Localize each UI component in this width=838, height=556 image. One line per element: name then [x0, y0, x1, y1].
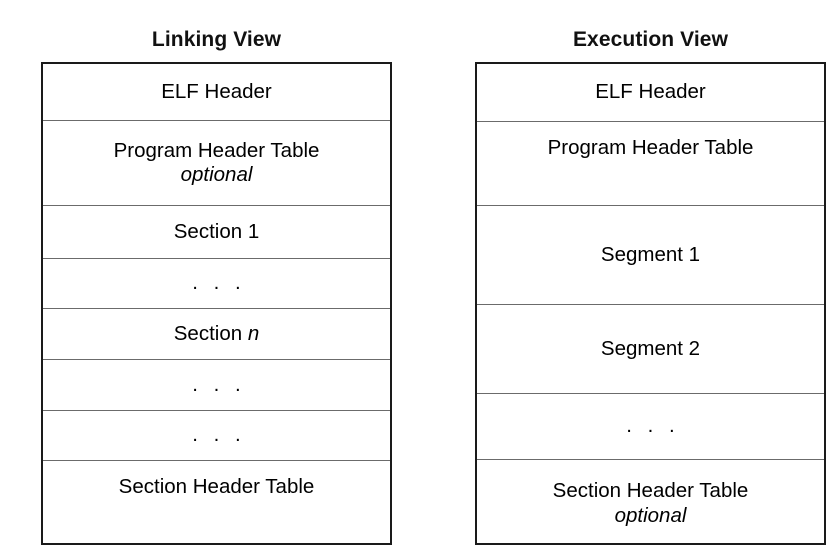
- execution-row-program-header-table: Program Header Table: [477, 122, 824, 206]
- row-label: ELF Header: [595, 80, 706, 104]
- execution-row-ellipsis-1: . . .: [477, 394, 824, 460]
- row-label: Segment 2: [600, 336, 701, 360]
- linking-row-section-1: Section 1: [43, 206, 390, 259]
- linking-row-section-n: Section n: [43, 309, 390, 360]
- row-sublabel-optional: optional: [180, 163, 253, 186]
- row-label: Section n: [173, 321, 260, 345]
- linking-view-title: Linking View: [151, 28, 282, 51]
- linking-row-section-header-table: Section Header Table: [43, 461, 390, 547]
- row-sublabel-optional: optional: [614, 503, 687, 527]
- execution-row-elf-header: ELF Header: [477, 64, 824, 122]
- linking-row-ellipsis-1: . . .: [43, 259, 390, 309]
- execution-view-title: Execution View: [572, 28, 729, 51]
- ellipsis-marker: . . .: [192, 372, 246, 396]
- row-label-italic-variable: n: [247, 321, 260, 345]
- row-label: ELF Header: [161, 79, 272, 103]
- row-label: Program Header Table: [547, 136, 754, 159]
- row-label: Section Header Table: [552, 479, 749, 503]
- execution-row-segment-1: Segment 1: [477, 206, 824, 305]
- ellipsis-marker: . . .: [626, 414, 680, 438]
- row-label: Segment 1: [600, 242, 701, 266]
- ellipsis-marker: . . .: [192, 423, 246, 447]
- row-label: Section 1: [173, 219, 260, 243]
- linking-row-ellipsis-3: . . .: [43, 411, 390, 461]
- execution-row-segment-2: Segment 2: [477, 305, 824, 394]
- linking-row-ellipsis-2: . . .: [43, 360, 390, 411]
- ellipsis-marker: . . .: [192, 271, 246, 295]
- linking-row-elf-header: ELF Header: [43, 64, 390, 121]
- row-label: Section Header Table: [118, 475, 315, 498]
- row-label: Program Header Table: [113, 138, 320, 162]
